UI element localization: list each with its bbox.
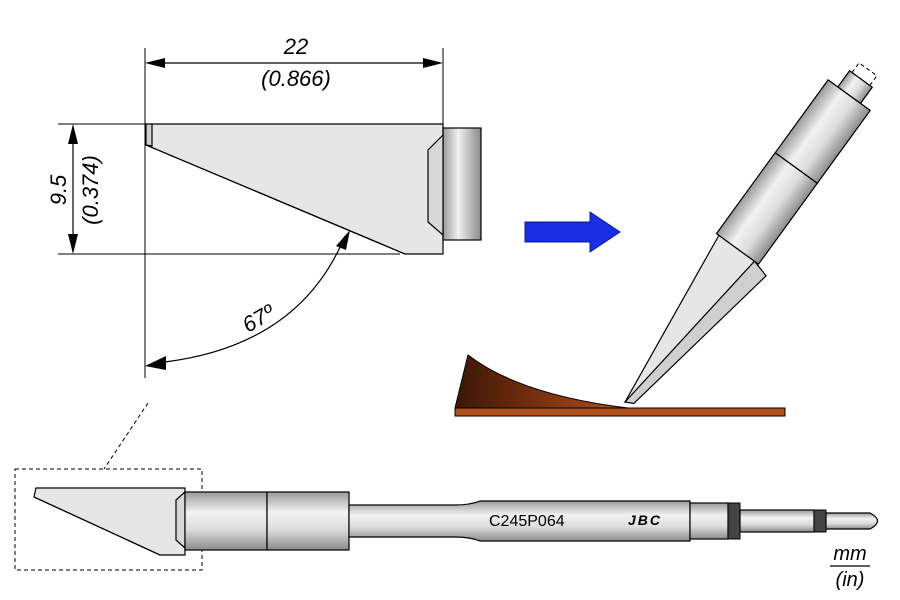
solder-pad [454,407,786,417]
height-mm-label: 9.5 [46,174,71,205]
brand-logo: JBC [628,512,662,528]
height-arrow-bottom [68,234,78,254]
blade-bevel-line [145,144,406,255]
side-view-detail: 22 (0.866) 9.5 (0.374) 67º [46,34,482,378]
shaft-end [689,502,729,540]
full-sleeve [184,491,268,551]
height-arrow-top [68,124,78,144]
angle-arrow-left [145,356,166,370]
length-arrow-right [423,58,443,68]
direction-arrow-icon [524,211,621,253]
full-body [266,491,350,551]
application-view [454,62,878,417]
shank-stub [442,127,482,241]
detail-callout-box [14,468,203,571]
height-in-label: (0.374) [78,155,103,225]
length-mm-label: 22 [283,34,308,59]
angle-arc [164,235,346,363]
blade-tip-edge [145,123,153,147]
blade-face [145,123,444,255]
full-blade [33,487,186,556]
length-arrow-left [145,58,165,68]
solder-fillet [454,354,629,409]
detail-leader-line [103,402,149,470]
full-collar [175,490,186,550]
full-tip-view: C245P064 JBC [14,402,879,571]
tip-shaft [348,500,691,542]
angle-label: 67º [238,299,279,337]
unit-secondary: (in) [836,569,865,591]
unit-primary: mm [833,543,866,565]
tilted-blade [623,234,756,403]
length-in-label: (0.866) [261,66,331,91]
tilted-blade-bevel [623,260,767,405]
part-number: C245P064 [489,513,565,530]
tilted-end-dashed [851,62,878,87]
angle-arrow-right [336,230,350,250]
units-legend: mm (in) [830,543,870,591]
pin-tip [825,512,879,530]
pin-shaft [739,509,815,533]
full-blade-bevel [33,496,161,556]
shank-collar [427,133,444,237]
black-band [727,502,741,540]
pin-band [813,509,827,533]
